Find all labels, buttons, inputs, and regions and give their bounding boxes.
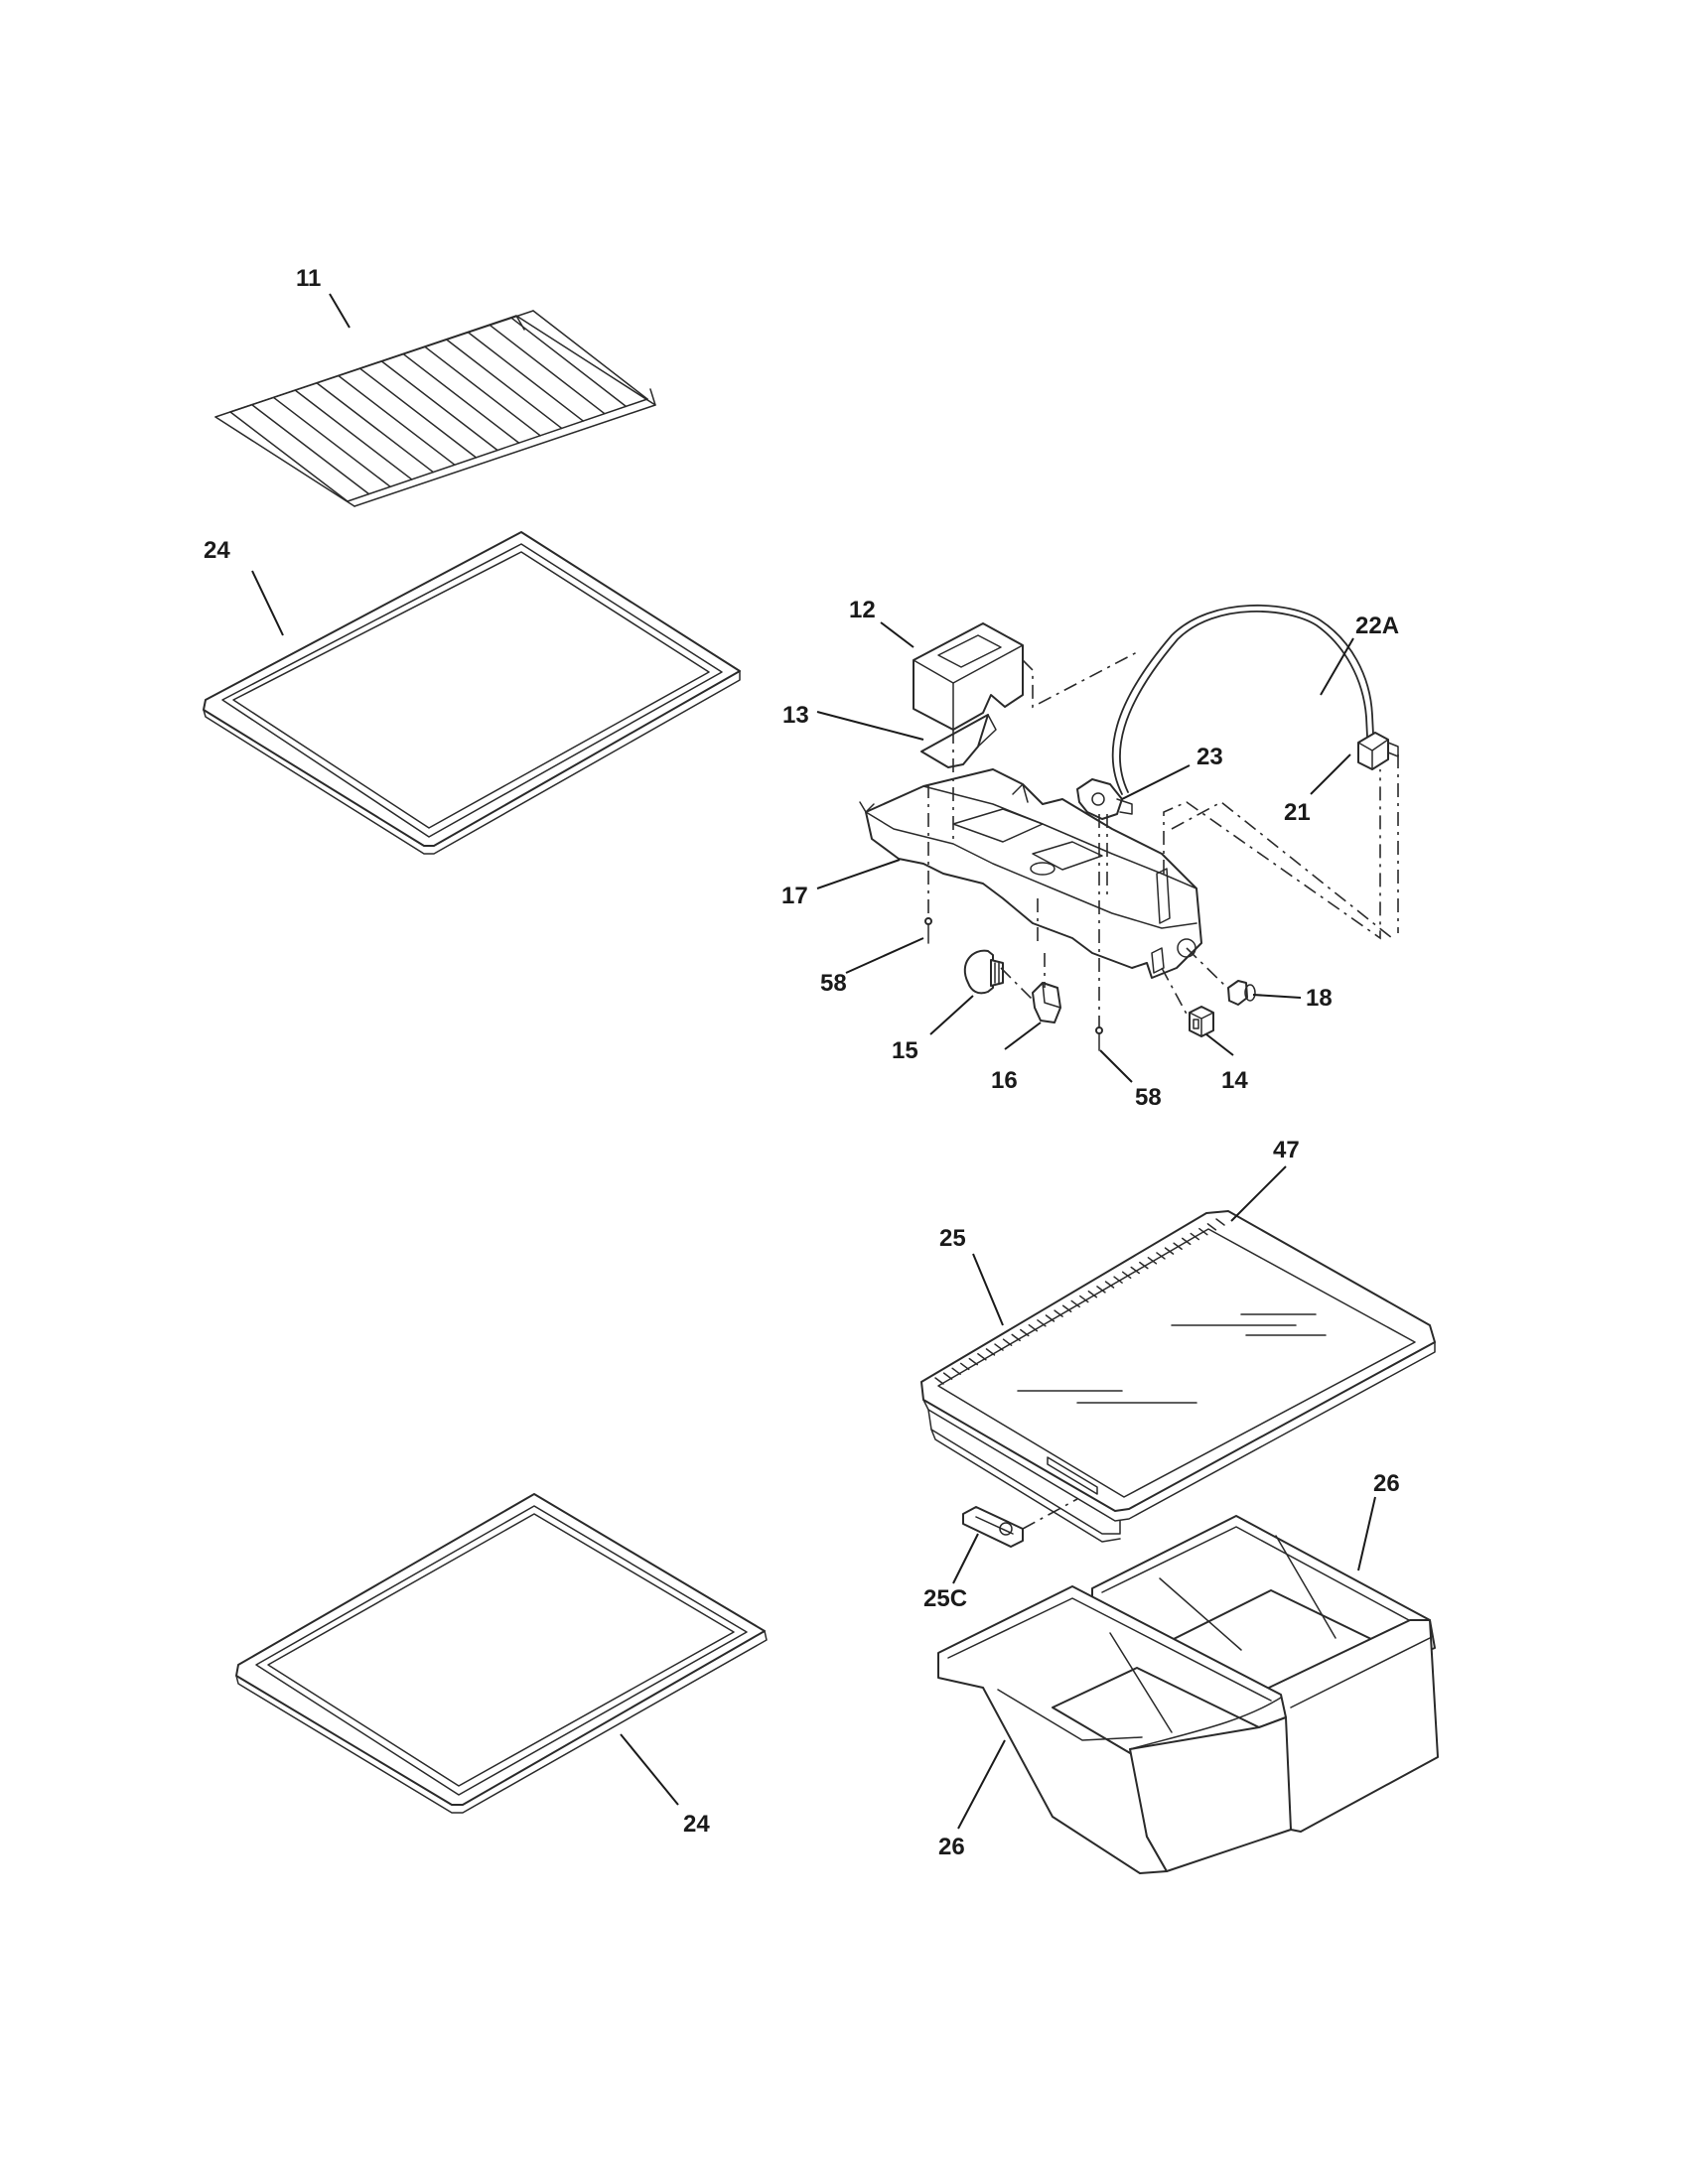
humidity-control-part-25C — [962, 1506, 1024, 1548]
vent-slot — [1113, 1276, 1123, 1284]
callout-21: 21 — [1284, 799, 1311, 826]
shelf-rung — [294, 389, 413, 480]
glass-shelf-part-24-top — [203, 531, 741, 855]
vent-slot — [1147, 1257, 1158, 1265]
vent-slot — [1130, 1266, 1140, 1275]
vent-slot — [977, 1353, 987, 1361]
vent-slot — [1181, 1237, 1192, 1246]
vent-slot — [1206, 1223, 1217, 1231]
vent-slot — [994, 1343, 1004, 1351]
light-bulb-part-15 — [963, 949, 1004, 995]
light-housing-part-12 — [913, 622, 1024, 731]
shelf-rung — [467, 332, 585, 422]
control-housing-part-17 — [859, 768, 1202, 979]
vent-slot — [959, 1362, 970, 1371]
callout-26-right: 26 — [1373, 1470, 1400, 1497]
light-shield-part-13 — [920, 714, 997, 768]
callout-12: 12 — [849, 597, 876, 623]
callout-58-right: 58 — [1135, 1084, 1162, 1111]
shelf-rung — [446, 339, 563, 430]
leader-lines — [251, 293, 1376, 1830]
vent-slot — [1011, 1333, 1021, 1342]
vent-slot — [1156, 1252, 1166, 1260]
shelf-rung — [272, 396, 391, 488]
callout-25: 25 — [939, 1225, 966, 1252]
glass-shelf-part-24-bottom — [235, 1493, 768, 1814]
shelf-rung — [358, 367, 478, 459]
crisper-drawer-part-26-front — [937, 1585, 1292, 1874]
screw-part-58-right — [1095, 1026, 1103, 1051]
callout-26-left: 26 — [938, 1834, 965, 1860]
callout-24-bottom: 24 — [683, 1811, 710, 1838]
vent-slot — [1045, 1314, 1055, 1322]
vent-slot — [1020, 1328, 1030, 1337]
callout-22A: 22A — [1355, 613, 1399, 639]
shelf-rung — [251, 403, 370, 495]
callout-25C: 25C — [923, 1585, 967, 1612]
vent-slot — [1002, 1338, 1013, 1346]
assembly-guide-line-25C — [1022, 1498, 1078, 1530]
vent-slot — [1087, 1290, 1098, 1298]
assembly-guide-lines-top — [927, 650, 1399, 1027]
vent-slot — [1139, 1261, 1149, 1270]
lamp-socket-part-16 — [1032, 982, 1061, 1024]
shelf-rung — [532, 310, 648, 400]
callout-23: 23 — [1196, 744, 1223, 770]
vent-slot — [1054, 1309, 1063, 1317]
callout-17: 17 — [781, 883, 808, 909]
vent-slot — [1070, 1299, 1080, 1308]
shelf-rung — [489, 324, 606, 415]
thermostat-part-23 — [1076, 778, 1133, 820]
wire-harness-part-22A — [1111, 605, 1374, 795]
vent-slot — [1173, 1242, 1183, 1250]
vent-slot — [934, 1377, 944, 1385]
vent-slot — [1215, 1218, 1225, 1226]
callout-labels: 11 24 12 22A 13 23 21 17 58 18 15 16 14 … — [204, 265, 1400, 1860]
vent-slot — [968, 1357, 979, 1366]
callout-58-left: 58 — [820, 970, 847, 997]
knob-part-18 — [1227, 980, 1256, 1006]
vent-slot — [1198, 1227, 1208, 1236]
crisper-cover-part-47 — [920, 1210, 1436, 1522]
shelf-rung — [316, 382, 435, 474]
vent-slot — [1028, 1323, 1039, 1332]
shelf-rung — [338, 374, 456, 466]
vent-slot — [1121, 1271, 1132, 1280]
vent-slot — [1096, 1286, 1106, 1294]
callout-13: 13 — [782, 702, 809, 729]
connector-part-21 — [1357, 732, 1399, 770]
callout-15: 15 — [892, 1037, 918, 1064]
crisper-drawer-part-26-back — [1091, 1515, 1439, 1833]
callout-18: 18 — [1306, 985, 1333, 1012]
vent-slot — [1104, 1281, 1115, 1289]
callout-47: 47 — [1273, 1137, 1300, 1163]
vent-slot — [985, 1348, 996, 1356]
shelf-rung — [424, 345, 541, 437]
vent-slot — [1037, 1319, 1047, 1327]
callout-24-top: 24 — [204, 537, 230, 564]
callout-11: 11 — [296, 265, 321, 292]
vent-slot — [1190, 1232, 1200, 1241]
shelf-rung — [402, 352, 520, 444]
vent-slot — [1061, 1304, 1072, 1313]
shelf-rung — [510, 317, 628, 408]
callout-14: 14 — [1221, 1067, 1248, 1094]
callout-16: 16 — [991, 1067, 1018, 1094]
vent-slot — [1164, 1247, 1175, 1255]
vent-slot — [942, 1372, 953, 1380]
vent-slot — [951, 1367, 961, 1376]
screw-part-58-left — [924, 917, 932, 944]
wire-shelf-part-11 — [214, 310, 656, 507]
vent-slot — [1079, 1295, 1089, 1303]
crisper-frame-part-25 — [927, 1409, 1121, 1543]
switch-part-14 — [1189, 1006, 1214, 1037]
shelf-rung — [380, 360, 498, 452]
shelf-rung — [229, 411, 349, 502]
